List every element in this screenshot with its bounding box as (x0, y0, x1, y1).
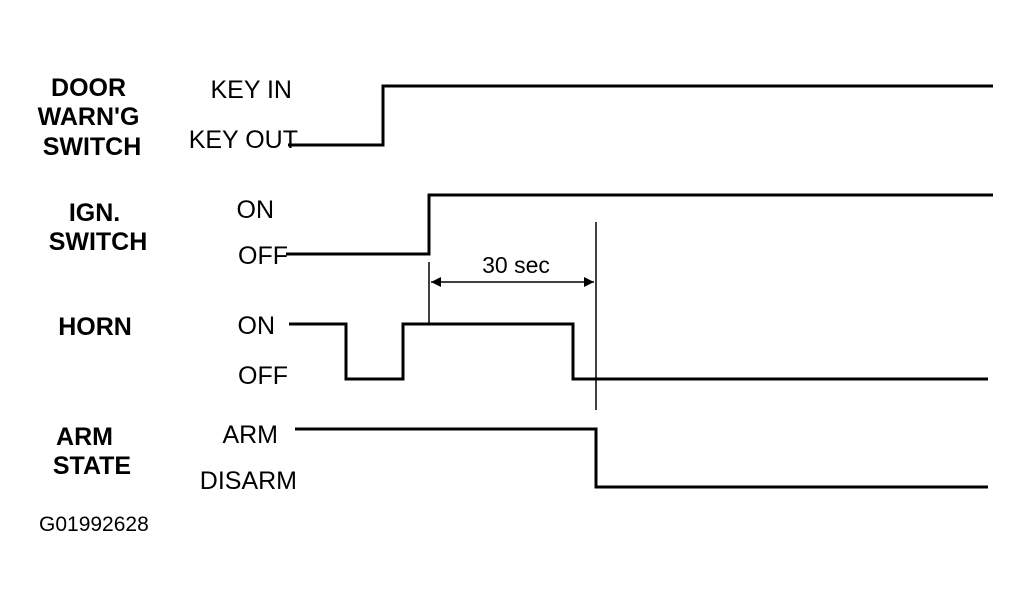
door-key-out-label: KEY OUT (189, 126, 298, 154)
horn-signal: HORN ON OFF (58, 312, 988, 390)
ign-signal-name: IGN. SWITCH (49, 199, 148, 256)
disarm-label: DISARM (200, 467, 297, 495)
horn-signal-name: HORN (58, 313, 132, 341)
ignition-switch-signal: IGN. SWITCH ON OFF (49, 193, 993, 270)
horn-off-label: OFF (238, 362, 288, 390)
arm-signal-name: ARM STATE (53, 423, 131, 480)
interval-annotation: 30 sec (428, 222, 597, 410)
door-waveform (288, 84, 993, 147)
figure-id: G01992628 (39, 513, 149, 536)
door-signal-name: DOOR WARN'G SWITCH (38, 74, 147, 161)
arm-state-signal: ARM STATE ARM DISARM (53, 421, 988, 495)
ign-off-label: OFF (238, 242, 288, 270)
ign-waveform (286, 193, 993, 256)
horn-waveform (289, 322, 988, 381)
door-warning-switch-signal: DOOR WARN'G SWITCH KEY IN KEY OUT (38, 74, 993, 161)
door-key-in-label: KEY IN (210, 76, 292, 104)
horn-on-label: ON (238, 312, 276, 340)
interval-label: 30 sec (482, 252, 550, 278)
arm-waveform (295, 427, 988, 489)
ign-on-label: ON (237, 196, 275, 224)
arm-label: ARM (222, 421, 278, 449)
